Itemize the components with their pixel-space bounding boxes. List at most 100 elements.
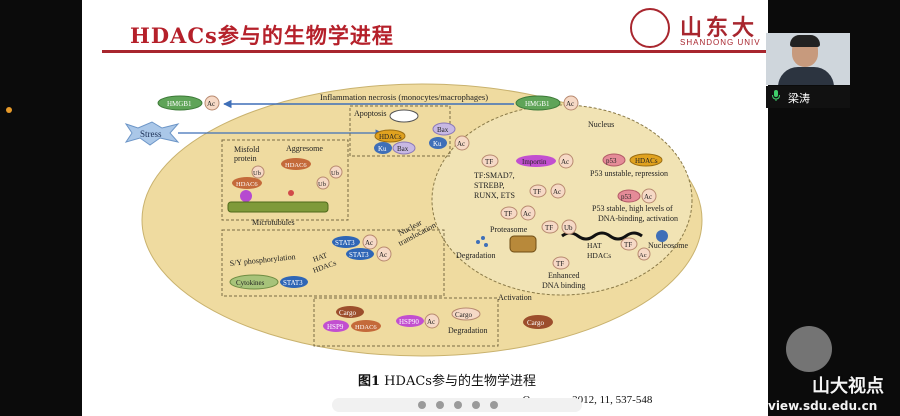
slide-dot-1[interactable] <box>418 401 426 409</box>
misfold-label-2: protein <box>234 154 257 163</box>
presentation-slide: HDACs参与的生物学进程 山东大 SHANDONG UNIV Inflamma… <box>82 0 768 416</box>
ac-label: Ac <box>365 239 373 247</box>
activation-label: Activation <box>498 293 532 302</box>
ub-label: Ub <box>318 181 326 188</box>
misfold-label-1: Misfold <box>234 145 259 154</box>
title-divider <box>102 50 768 53</box>
nucleosome-label: Nucleosome <box>648 241 688 250</box>
inflammation-label: Inflammation necrosis (monocytes/macroph… <box>320 92 488 102</box>
ac-label: Ac <box>523 210 531 218</box>
university-logo-english: SHANDONG UNIV <box>680 38 761 47</box>
ac-label: Ac <box>639 252 647 259</box>
slide-dot-2[interactable] <box>436 401 444 409</box>
p53-label: p53 <box>606 157 617 165</box>
microphone-icon <box>772 90 780 101</box>
watermark-url: view.sdu.edu.cn <box>768 399 878 413</box>
hmgb1-left-label: HMGB1 <box>167 100 192 108</box>
stat3-box <box>221 229 445 297</box>
ac-tag <box>204 95 220 111</box>
ac-label: Ac <box>644 193 652 201</box>
dna-strand <box>561 231 643 241</box>
cargo-label: Cargo <box>455 311 472 319</box>
watermark-title: 山大视点 <box>812 376 884 397</box>
aggresome-box <box>221 139 349 221</box>
ac-label: Ac <box>427 318 435 326</box>
hdacs-label: HDACs <box>379 133 402 141</box>
ku-label: Ku <box>378 145 387 153</box>
hdac6-protein <box>351 320 381 332</box>
hdacs-protein <box>374 129 406 143</box>
tf-label: TF <box>624 241 632 249</box>
hat-label: HAT <box>587 241 602 250</box>
stat3-label: STAT3 <box>335 239 355 247</box>
proteasome-label: Proteasome <box>490 225 528 234</box>
hmgb1-right-label: HMGB1 <box>525 100 550 108</box>
apoptosis-label: Apoptosis <box>354 109 386 118</box>
enhanced-label-1: Enhanced <box>548 271 580 280</box>
bax-label: Bax <box>437 126 449 134</box>
nucleus-label: Nucleus <box>588 120 614 129</box>
ac-label: Ac <box>561 158 569 166</box>
participant-name: 梁涛 <box>788 92 810 105</box>
slide-dot-3[interactable] <box>454 401 462 409</box>
ub-label: Ub <box>564 224 573 232</box>
bax-protein <box>432 122 456 136</box>
slide-navigation-bar[interactable] <box>332 398 582 412</box>
cargo-dot <box>240 190 252 202</box>
hsp9-label: HSP9 <box>327 323 344 331</box>
ub-label: Ub <box>253 170 261 177</box>
microtubule-bar <box>227 201 329 213</box>
university-logo-text: 山东大 <box>680 15 759 41</box>
importin-protein <box>516 155 556 167</box>
participant-video-tile[interactable] <box>766 33 850 85</box>
hdac6-label: HDAC6 <box>236 181 258 188</box>
nucleosome-icon <box>656 230 668 242</box>
ub-label: Ub <box>331 170 339 177</box>
proteasome-icon <box>509 235 537 253</box>
cargo-box <box>313 297 499 347</box>
p53-protein <box>602 153 626 167</box>
tf-list-2: STREBP, <box>474 181 504 190</box>
tf-label: TF <box>485 158 493 166</box>
stat3-label: STAT3 <box>283 279 303 287</box>
stat3-label: STAT3 <box>349 251 369 259</box>
ac-label: Ac <box>553 188 561 196</box>
slide-title: HDACs参与的生物学进程 <box>130 23 394 48</box>
tf-list-1: TF:SMAD7, <box>474 171 515 180</box>
aggresome-label: Aggresome <box>286 144 323 153</box>
hdac6-protein <box>232 177 262 189</box>
tf-label: TF <box>533 188 541 196</box>
hsp9-protein <box>323 320 349 332</box>
figure-number: 图1 <box>358 374 381 389</box>
slide-dot-5[interactable] <box>490 401 498 409</box>
ac-label: Ac <box>207 100 215 108</box>
hmgb1-protein-right <box>515 95 561 111</box>
ac-label: Ac <box>566 100 574 108</box>
hdac6-label: HDAC6 <box>285 162 307 169</box>
degradation-label: Degradation <box>456 251 496 260</box>
importin-label: Importin <box>522 158 547 166</box>
cytokines-protein <box>229 274 279 290</box>
degradation-label: Degradation <box>448 326 488 335</box>
aggresome-center-dot <box>288 190 294 196</box>
cytokines-label: Cytokines <box>236 279 265 287</box>
bax-protein <box>392 141 416 155</box>
participant-name-bar: 梁涛 <box>766 86 850 108</box>
hdacs-label: HDACs <box>635 157 658 165</box>
p53-unstable-label: P53 unstable, repression <box>590 169 668 178</box>
p53-stable-label-2: DNA-binding, activation <box>598 214 678 223</box>
figure-caption-text: HDACs参与的生物学进程 <box>380 374 536 389</box>
slide-dot-4[interactable] <box>472 401 480 409</box>
ku-protein <box>429 137 447 149</box>
microtubules-label: Microtubules <box>252 218 295 227</box>
watermark-logo-icon <box>786 326 832 372</box>
tf-label: TF <box>545 224 553 232</box>
side-indicator-dot <box>6 107 12 113</box>
hdac6-protein <box>281 158 311 170</box>
hdac-process-diagram: Inflammation necrosis (monocytes/macroph… <box>124 83 703 357</box>
cargo-label: Cargo <box>339 309 356 317</box>
hdacs-arrow-label: HDACs <box>587 251 611 260</box>
university-seal-logo <box>630 8 670 48</box>
figure-caption: 图1 HDACs参与的生物学进程 <box>358 370 536 389</box>
stress-burst-shape <box>124 121 180 146</box>
